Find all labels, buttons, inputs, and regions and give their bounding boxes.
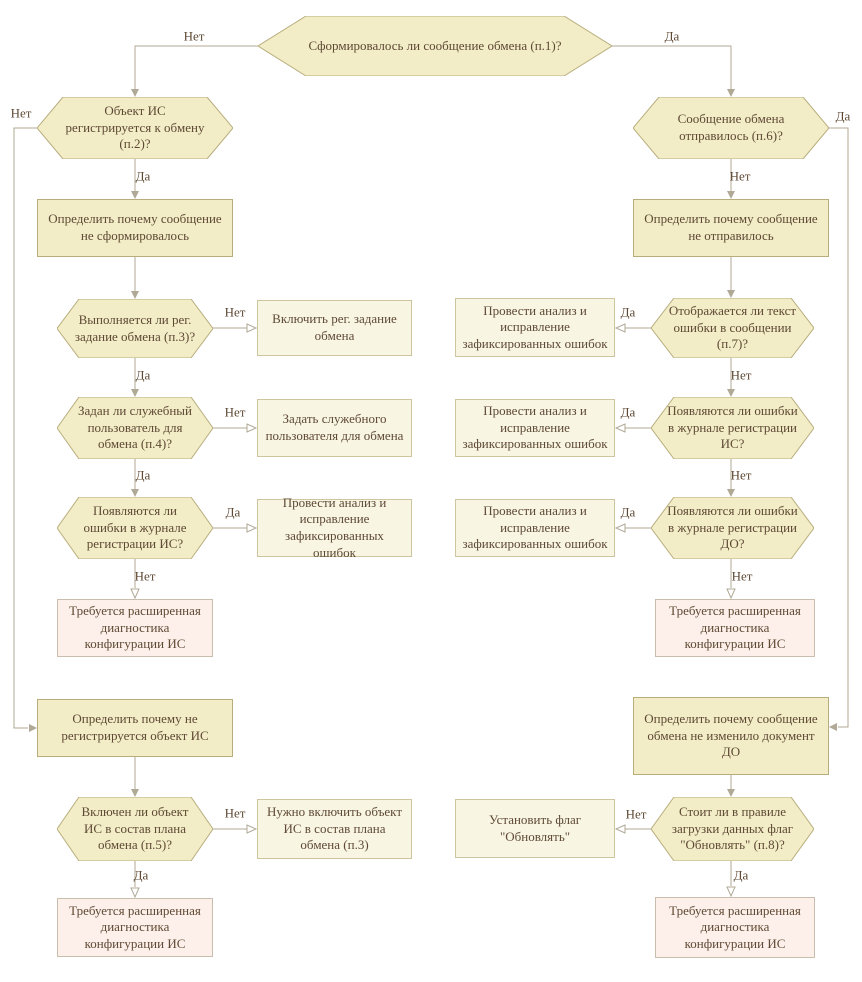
edge-label-yes: Да: [620, 504, 636, 520]
decision-reg-job-running-label: Выполняется ли рег. задание обмена (п.3)…: [74, 311, 196, 344]
decision-errors-do-log: Появляются ли ошибки в журнале регистрац…: [651, 497, 814, 559]
edge-label-yes: Да: [664, 28, 680, 44]
alert-diagnostics-left-2-label: Требуется расширенная диагностика конфиг…: [69, 902, 201, 951]
alert-diagnostics-right-1-label: Требуется расширенная диагностика конфиг…: [669, 603, 801, 652]
alert-diagnostics-left-1: Требуется расширенная диагностика конфиг…: [57, 599, 213, 657]
decision-message-formed: Сформировалось ли сообщение обмена (п.1)…: [258, 16, 612, 76]
action-include-object: Нужно включить объект ИС в состав плана …: [257, 799, 412, 859]
action-fix-errors-right-2-label: Провести анализ и исправление зафиксиров…: [462, 403, 608, 452]
process-why-not-formed-label: Определить почему сообщение не сформиров…: [48, 211, 222, 243]
edge-label-no: Нет: [10, 105, 32, 121]
decision-errors-is-log-right-label: Появляются ли ошибки в журнале регистрац…: [667, 403, 798, 452]
hexagon-shape: [258, 16, 612, 76]
decision-error-text-shown: Отображается ли текст ошибки в сообщении…: [651, 298, 814, 358]
hexagon-shape: [57, 397, 213, 459]
action-fix-errors-right-1: Провести анализ и исправление зафиксиров…: [455, 298, 615, 357]
edge-label-no: Нет: [729, 168, 751, 184]
edge-label-yes: Да: [135, 367, 151, 383]
alert-diagnostics-left-2: Требуется расширенная диагностика конфиг…: [57, 898, 213, 957]
process-why-not-changed: Определить почему сообщение обмена не из…: [633, 697, 829, 775]
process-why-not-formed: Определить почему сообщение не сформиров…: [37, 199, 233, 257]
hexagon-shape: [633, 97, 829, 159]
decision-service-user-set-label: Задан ли служебный пользователь для обме…: [78, 403, 192, 452]
decision-errors-is-log-right: Появляются ли ошибки в журнале регистрац…: [651, 397, 814, 459]
action-enable-reg-job-label: Включить рег. задание обмена: [272, 311, 397, 343]
decision-message-formed-label: Сформировалось ли сообщение обмена (п.1)…: [308, 37, 562, 53]
hexagon-shape: [651, 497, 814, 559]
process-why-not-sent: Определить почему сообщение не отправило…: [633, 199, 829, 257]
edge-label-no: Нет: [224, 805, 246, 821]
action-set-service-user-label: Задать служебного пользователя для обмен…: [265, 411, 404, 443]
decision-errors-do-log-label: Появляются ли ошибки в журнале регистрац…: [667, 503, 798, 552]
edge-label-no: Нет: [730, 367, 752, 383]
process-why-not-changed-label: Определить почему сообщение обмена не из…: [644, 711, 818, 760]
action-set-service-user: Задать служебного пользователя для обмен…: [257, 399, 412, 457]
decision-errors-is-log-left-label: Появляются ли ошибки в журнале регистрац…: [83, 503, 187, 552]
hexagon-shape: [57, 299, 213, 358]
decision-service-user-set: Задан ли служебный пользователь для обме…: [57, 397, 213, 459]
edge-label-no: Нет: [731, 568, 753, 584]
edge-label-no: Нет: [183, 28, 205, 44]
hexagon-shape: [651, 797, 814, 861]
action-fix-errors-left: Провести анализ и исправление зафиксиров…: [257, 495, 412, 560]
decision-object-registered: Объект ИС регистрируется к обмену (п.2)?: [37, 97, 233, 159]
edge-label-no: Нет: [224, 404, 246, 420]
edge-label-yes: Да: [620, 404, 636, 420]
action-fix-errors-right-3-label: Провести анализ и исправление зафиксиров…: [462, 503, 608, 552]
process-why-not-sent-label: Определить почему сообщение не отправило…: [644, 211, 818, 243]
edge-label-yes: Да: [225, 504, 241, 520]
action-fix-errors-right-1-label: Провести анализ и исправление зафиксиров…: [462, 302, 608, 351]
action-enable-reg-job: Включить рег. задание обмена: [257, 300, 412, 356]
edge-label-yes: Да: [620, 304, 636, 320]
decision-reg-job-running: Выполняется ли рег. задание обмена (п.3)…: [57, 299, 213, 358]
alert-diagnostics-left-1-label: Требуется расширенная диагностика конфиг…: [69, 603, 201, 652]
decision-update-flag-set-label: Стоит ли в правиле загрузки данных флаг …: [671, 804, 794, 853]
action-include-object-label: Нужно включить объект ИС в состав плана …: [266, 804, 403, 853]
decision-update-flag-set: Стоит ли в правиле загрузки данных флаг …: [651, 797, 814, 861]
action-set-update-flag-label: Установить флаг "Обновлять": [488, 811, 582, 844]
edge-label-no: Нет: [134, 568, 156, 584]
decision-message-sent-label: Сообщение обмена отправилось (п.6)?: [677, 111, 785, 143]
edge-label-yes: Да: [733, 867, 749, 883]
process-why-not-registered-label: Определить почему не регистрируется объе…: [61, 711, 209, 743]
action-set-update-flag: Установить флаг "Обновлять": [455, 799, 615, 858]
alert-diagnostics-right-2-label: Требуется расширенная диагностика конфиг…: [669, 902, 801, 951]
decision-object-registered-label: Объект ИС регистрируется к обмену (п.2)?: [65, 103, 205, 152]
decision-error-text-shown-label: Отображается ли текст ошибки в сообщении…: [668, 303, 797, 352]
decision-object-in-plan: Включен ли объект ИС в состав плана обме…: [57, 797, 213, 861]
decision-message-sent: Сообщение обмена отправилось (п.6)?: [633, 97, 829, 159]
edge-label-yes: Да: [135, 168, 151, 184]
edge-label-yes: Да: [135, 467, 151, 483]
edge-label-yes: Да: [835, 108, 851, 124]
hexagon-shape: [57, 497, 213, 559]
action-fix-errors-right-3: Провести анализ и исправление зафиксиров…: [455, 499, 615, 557]
decision-errors-is-log-left: Появляются ли ошибки в журнале регистрац…: [57, 497, 213, 559]
process-why-not-registered: Определить почему не регистрируется объе…: [37, 699, 233, 757]
edge-label-yes: Да: [133, 867, 149, 883]
hexagon-shape: [37, 97, 233, 159]
alert-diagnostics-right-2: Требуется расширенная диагностика конфиг…: [655, 897, 815, 958]
edge-label-no: Нет: [730, 467, 752, 483]
action-fix-errors-right-2: Провести анализ и исправление зафиксиров…: [455, 399, 615, 457]
alert-diagnostics-right-1: Требуется расширенная диагностика конфиг…: [655, 599, 815, 657]
edge-label-no: Нет: [625, 806, 647, 822]
decision-object-in-plan-label: Включен ли объект ИС в состав плана обме…: [81, 804, 189, 853]
hexagon-shape: [651, 298, 814, 358]
hexagon-shape: [57, 797, 213, 861]
edge-label-no: Нет: [224, 304, 246, 320]
hexagon-shape: [651, 397, 814, 459]
action-fix-errors-left-label: Провести анализ и исправление зафиксиров…: [282, 494, 387, 560]
